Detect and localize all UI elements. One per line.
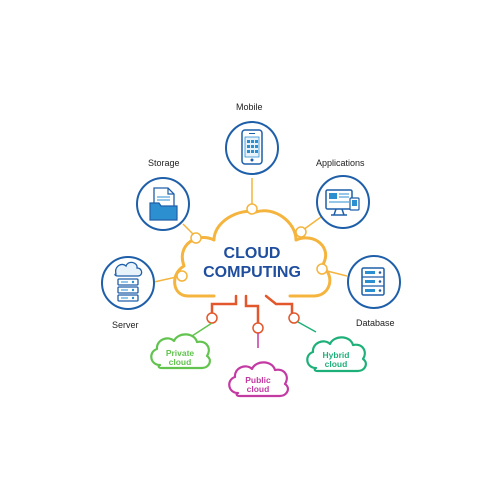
center-title-line1: CLOUD [224,245,281,262]
joint-circle [316,263,328,275]
node-label-applications: Applications [316,158,365,168]
node-mobile [225,121,279,175]
node-server [101,256,155,310]
node-database [347,255,401,309]
node-label-storage: Storage [148,158,180,168]
hybrid-cloud: Hybrid cloud [306,336,367,373]
center-title-line2: COMPUTING [203,264,301,281]
connector-hybrid [297,321,317,333]
node-label-database: Database [356,318,395,328]
public-cloud-line1: Public [245,375,271,385]
connector-private [191,322,213,337]
node-storage [136,177,190,231]
stem-joints [206,312,300,334]
public-cloud: Public cloud [228,361,289,398]
storage-icon [149,187,178,221]
public-cloud-line2: cloud [247,384,270,394]
node-label-mobile: Mobile [236,102,263,112]
private-cloud: Private cloud [150,333,211,370]
mobile-icon [241,129,263,165]
node-label-server: Server [112,320,139,330]
joint-circle-private [206,312,218,324]
hybrid-cloud-line2: cloud [325,359,348,369]
joint-circle-public [252,322,264,334]
joint-circle [176,270,188,282]
sub-cloud-connectors [191,321,317,348]
stem-hybrid [264,294,294,316]
applications-icon [325,189,360,216]
private-cloud-line1: Private [166,348,195,358]
cloud-joint-circles [176,203,328,282]
stem-private [210,294,238,316]
joint-circle [246,203,258,215]
private-cloud-line2: cloud [169,357,192,367]
database-icon [361,267,385,296]
server-icon [114,261,143,302]
stem-public [244,294,260,326]
stems [210,294,294,326]
joint-circle-hybrid [288,312,300,324]
joint-circle [295,226,307,238]
hybrid-cloud-line1: Hybrid [323,350,350,360]
connector-applications [302,216,322,231]
joint-circle [190,232,202,244]
node-applications [316,175,370,229]
